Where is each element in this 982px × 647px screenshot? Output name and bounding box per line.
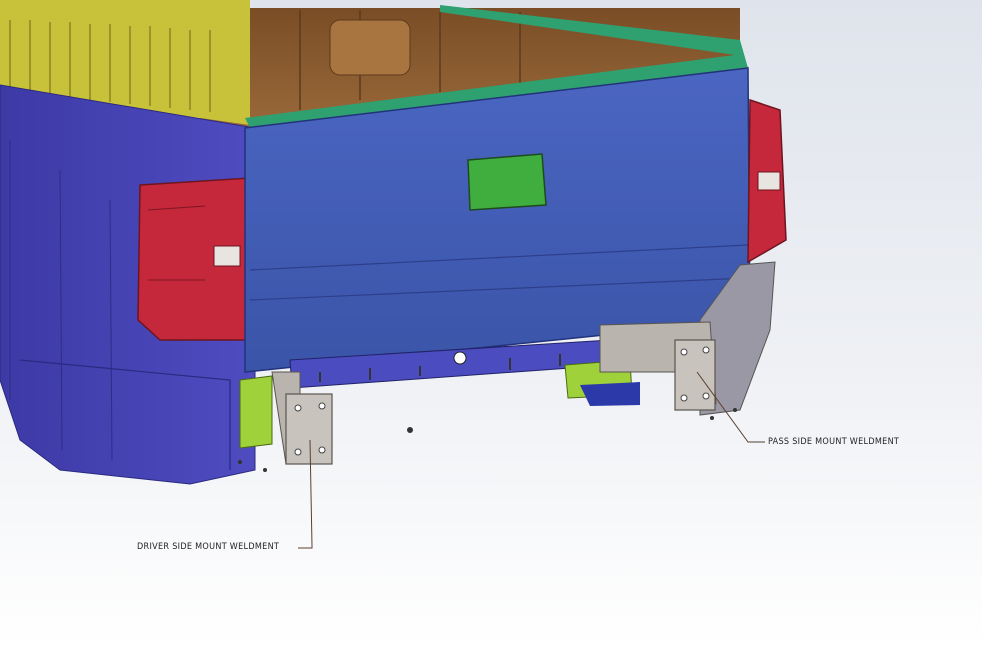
loose-hardware — [238, 408, 737, 472]
driver-side-leader-line — [298, 439, 313, 549]
pass-corner — [699, 261, 776, 416]
driver-frame-rail — [239, 375, 273, 449]
driver-side-mount-weldment-label: DRIVER SIDE MOUNT WELDMENT — [137, 542, 280, 552]
tailgate-handle — [467, 153, 547, 211]
bed-side-wall — [0, 0, 250, 125]
bed-rail — [245, 5, 748, 128]
bed-wheel-well — [329, 19, 411, 76]
driver-taillight — [137, 177, 251, 341]
pass-side-leader-line — [696, 371, 765, 443]
pass-side-mount-weldment-label: PASS SIDE MOUNT WELDMENT — [768, 437, 900, 447]
